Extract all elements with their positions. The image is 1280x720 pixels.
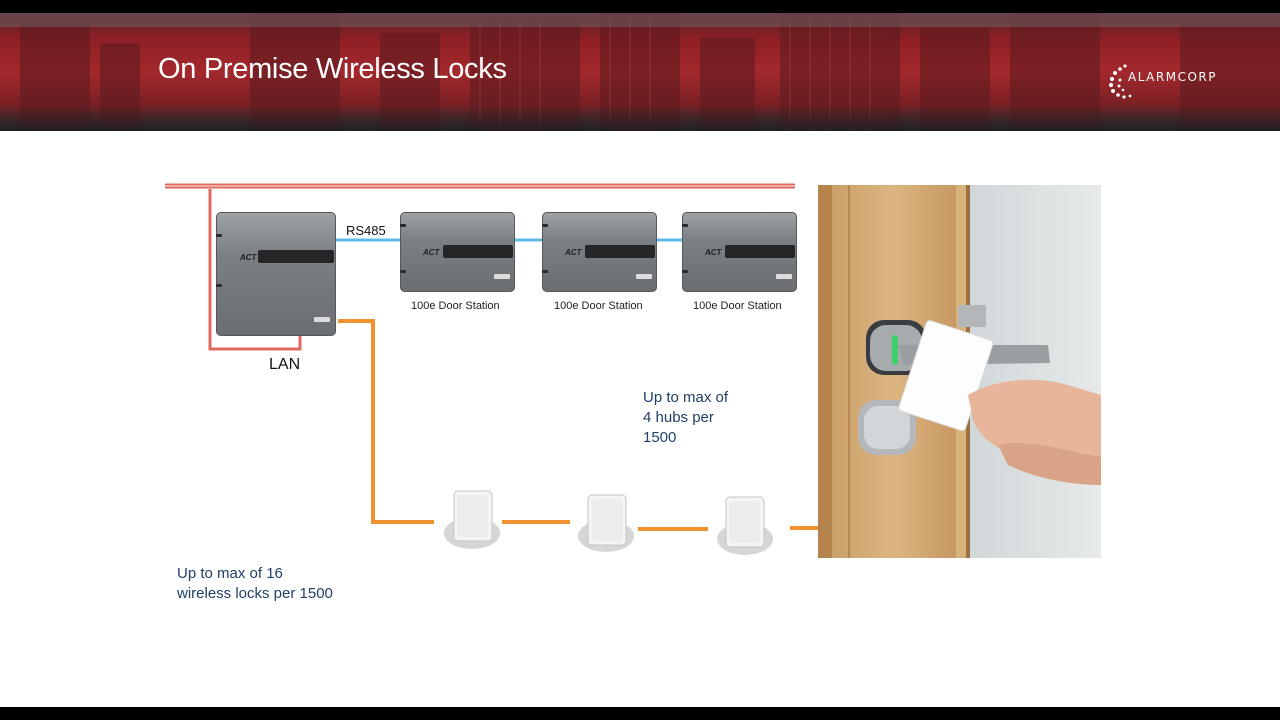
door-station-label-2: 100e Door Station <box>554 300 643 312</box>
slide: On Premise Wireless Locks ALARMCORP <box>0 13 1280 707</box>
locks-note: Up to max of 16 wireless locks per 1500 <box>177 565 333 602</box>
lan-drop-line <box>208 189 302 351</box>
brand-name: ALARMCORP <box>1128 70 1217 84</box>
controller-status-strip <box>258 250 334 263</box>
door-station-label-1: 100e Door Station <box>411 300 500 312</box>
header-banner <box>0 13 1280 131</box>
controller-logo: ACT <box>240 253 257 262</box>
wireless-hub-3 <box>717 496 773 555</box>
wireless-hub-2 <box>578 494 634 552</box>
alarmcorp-swirl-icon <box>1108 64 1132 99</box>
rs485-label: RS485 <box>346 223 386 238</box>
door-station-2: ACT <box>542 212 657 292</box>
slide-title: On Premise Wireless Locks <box>158 53 507 85</box>
bottom-letterbox <box>0 707 1280 720</box>
wiring-diagram <box>165 183 862 555</box>
top-letterbox <box>0 0 1280 13</box>
door-station-1: ACT <box>400 212 515 292</box>
banner-bottom-shade <box>0 105 1280 131</box>
door-station-label-3: 100e Door Station <box>693 300 782 312</box>
hubs-note: Up to max of 4 hubs per 1500 <box>643 389 729 446</box>
door-station-3: ACT <box>682 212 797 292</box>
door-lock-photo <box>818 185 1101 558</box>
wireless-hub-1 <box>444 490 500 549</box>
hub-chain-line <box>338 319 434 524</box>
lan-label: LAN <box>269 356 301 373</box>
controller-unit: ACT <box>216 212 336 336</box>
